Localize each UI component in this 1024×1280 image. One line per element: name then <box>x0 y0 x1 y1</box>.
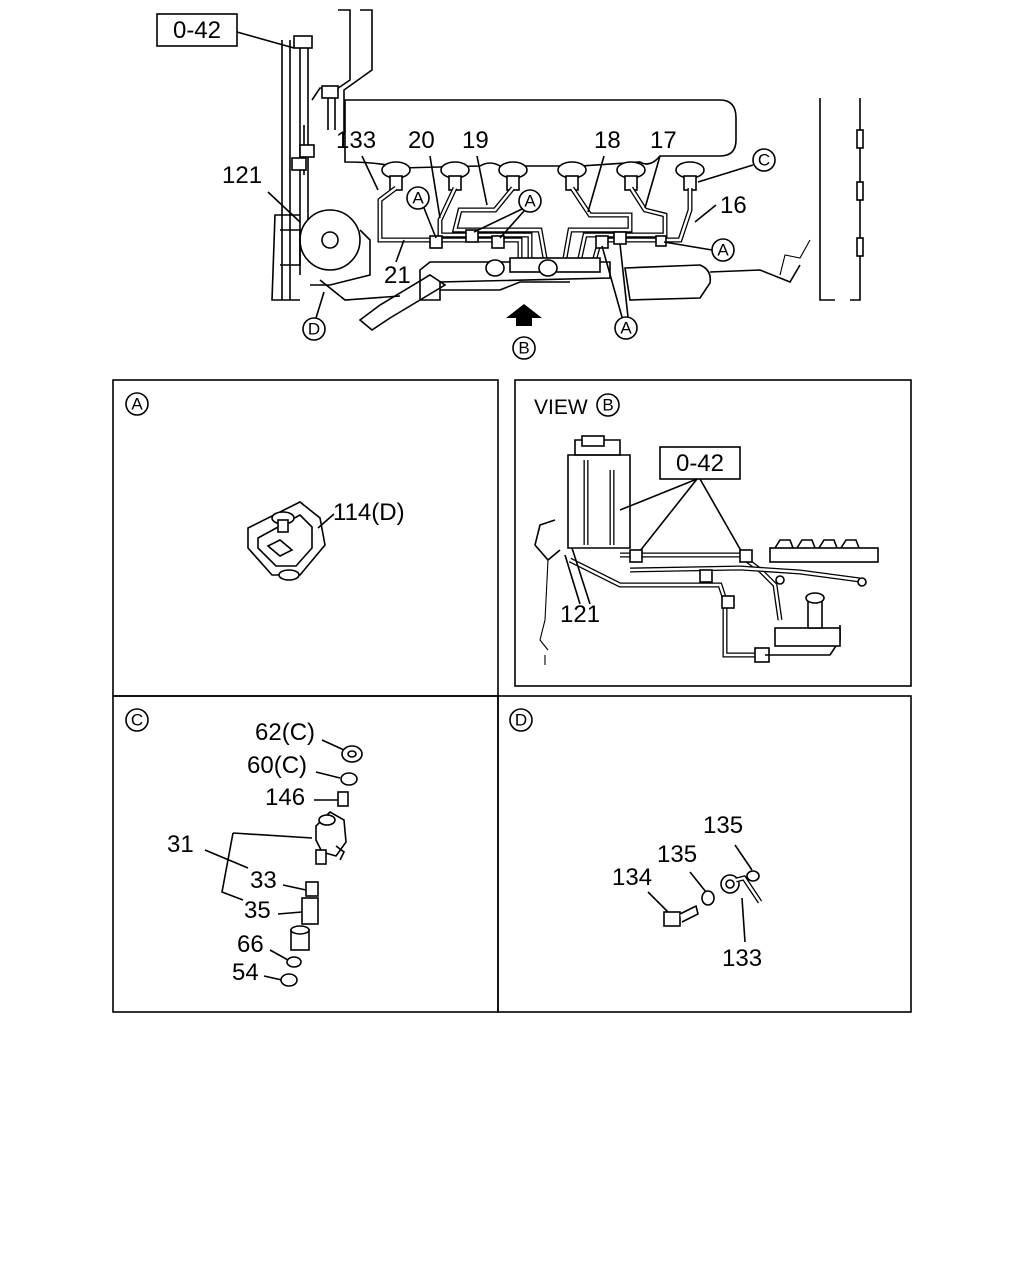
main-engine-diagram: 0-42 <box>156 9 864 360</box>
label-66: 66 <box>237 931 264 958</box>
label-134: 134 <box>612 864 652 891</box>
label-18: 18 <box>594 127 621 154</box>
injector-row <box>381 161 705 191</box>
view-b-injector-row <box>769 539 879 563</box>
callout-a-2[interactable]: A <box>473 189 542 239</box>
label-60c: 60(C) <box>247 752 307 779</box>
callout-d[interactable]: D <box>302 291 326 341</box>
part-66[interactable] <box>286 956 302 968</box>
panel-c-badge <box>125 708 149 732</box>
view-b-arrow-icon <box>506 304 542 326</box>
svg-text:C: C <box>758 151 770 170</box>
callout-c[interactable]: C <box>697 148 776 183</box>
ref-box-text: 0-42 <box>173 17 221 44</box>
part-54[interactable] <box>280 973 298 987</box>
panel-grid <box>112 379 912 1013</box>
label-21: 21 <box>384 262 411 289</box>
label-54: 54 <box>232 959 259 986</box>
label-121: 121 <box>222 162 262 189</box>
view-b-ref-text: 0-42 <box>676 450 724 477</box>
part-134-bolt[interactable] <box>663 904 699 927</box>
label-33: 33 <box>250 867 277 894</box>
svg-text:B: B <box>602 396 613 415</box>
label-133: 133 <box>336 127 376 154</box>
part-33[interactable] <box>305 881 319 897</box>
injection-pipes <box>377 186 693 259</box>
view-title: VIEW <box>534 396 588 419</box>
callout-a-1[interactable]: A <box>406 186 437 239</box>
panel-a-badge <box>125 392 149 416</box>
svg-text:A: A <box>131 395 143 414</box>
part-133-eyebolt-connector[interactable] <box>720 874 763 904</box>
part-31-injector[interactable] <box>315 811 347 865</box>
panel-b: VIEW B 0-42 <box>534 393 879 665</box>
svg-text:A: A <box>412 189 424 208</box>
label-146: 146 <box>265 784 305 811</box>
ref-box-0-42[interactable] <box>156 13 238 47</box>
label-31: 31 <box>167 831 194 858</box>
svg-text:D: D <box>308 320 320 339</box>
label-114d: 114(D) <box>333 499 405 526</box>
callout-a-4[interactable]: A <box>601 243 638 340</box>
panel-b-badge <box>596 393 620 417</box>
label-35: 35 <box>244 897 271 924</box>
panel-c: C 62(C) 60(C) 146 31 33 35 6 <box>125 708 363 987</box>
label-62c: 62(C) <box>255 719 315 746</box>
label-19: 19 <box>462 127 489 154</box>
label-17: 17 <box>650 127 677 154</box>
callout-b[interactable]: B <box>512 336 536 360</box>
clip-114[interactable] <box>247 501 326 581</box>
view-b-label-121: 121 <box>560 601 600 628</box>
svg-text:D: D <box>515 711 527 730</box>
part-35[interactable] <box>301 897 319 925</box>
svg-text:A: A <box>717 241 729 260</box>
label-20: 20 <box>408 127 435 154</box>
panel-d-badge <box>509 708 533 732</box>
svg-text:C: C <box>131 711 143 730</box>
label-133-d: 133 <box>722 945 762 972</box>
svg-text:A: A <box>524 192 536 211</box>
panel-d: D 135 135 134 133 <box>509 708 763 972</box>
part-66-sleeve[interactable] <box>290 925 310 951</box>
svg-text:B: B <box>518 339 529 358</box>
label-135-top: 135 <box>703 812 743 839</box>
label-135-mid: 135 <box>657 841 697 868</box>
label-16: 16 <box>720 192 747 219</box>
svg-text:A: A <box>620 319 632 338</box>
part-60[interactable] <box>340 772 358 786</box>
panel-a: A 114(D) <box>125 392 405 581</box>
part-135-mid[interactable] <box>701 890 715 906</box>
callout-a-3[interactable]: A <box>663 238 735 262</box>
part-146[interactable] <box>337 791 349 807</box>
part-135-top[interactable] <box>746 870 760 882</box>
